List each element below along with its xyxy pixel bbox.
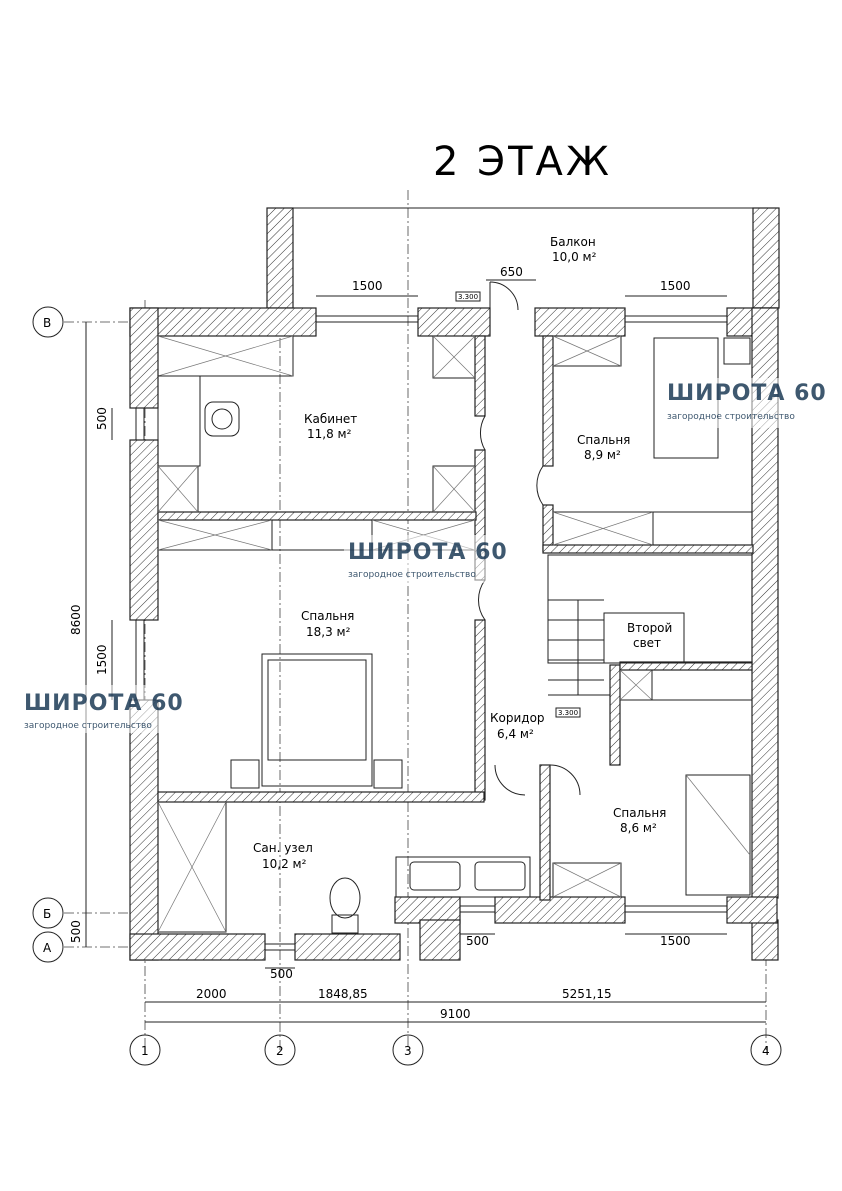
dim-bottom-5251: 5251,15 [562,987,612,1001]
room-corridor-name: Коридор [490,711,545,725]
dimension-lines [85,279,766,1023]
windows [135,315,728,951]
room-bathroom-name: Сан. узел [253,841,313,855]
stairs [547,554,753,701]
axis-row-v: В [43,316,51,330]
dim-left-bottom: 500 [69,920,83,943]
dim-bottom-2000: 2000 [196,987,227,1001]
watermark-subtitle: загородное строительство [348,570,476,580]
dim-bottom-1848: 1848,85 [318,987,368,1001]
watermark-top-right: ШИРОТА 60 загородное строительство [662,378,840,428]
outer-walls [129,307,779,961]
dim-bottom-win-left: 500 [270,967,293,981]
doors [478,415,581,796]
watermark-title: ШИРОТА 60 [24,691,184,716]
inner-walls [157,335,754,901]
dim-bottom-win-right: 1500 [660,934,691,948]
room-secondlight-name2: свет [633,636,661,650]
axis-col-2: 2 [276,1044,284,1058]
axis-row-b: Б [43,907,51,921]
watermark-title: ШИРОТА 60 [348,540,508,565]
room-bedroom3-name: Спальня [613,806,666,820]
bathroom-fixtures [157,801,531,934]
dim-win-top-right: 1500 [660,279,691,293]
room-bedroom2-name: Спальня [301,609,354,623]
room-balcony-name: Балкон [550,235,596,249]
room-balcony-area: 10,0 м² [552,250,597,264]
dim-bottom-win-mid: 500 [466,934,489,948]
balcony-door [489,281,519,311]
axis-row-a: А [43,941,52,955]
watermark-subtitle: загородное строительство [667,412,795,422]
level-mark-top: 3.300 [458,293,478,301]
bedroom3-furniture [552,774,751,898]
dim-left-win-upper: 500 [95,407,109,430]
room-bedroom1-name: Спальня [577,433,630,447]
watermark-left: ШИРОТА 60 загородное строительство [20,685,200,733]
watermark-subtitle: загородное строительство [24,721,152,731]
room-cabinet-name: Кабинет [304,412,357,426]
dim-door-top: 650 [500,265,523,279]
room-bathroom-area: 10,2 м² [262,857,307,871]
bedroom1-furniture [552,335,753,546]
room-bedroom3-area: 8,6 м² [620,821,657,835]
dim-bottom-total: 9100 [440,1007,471,1021]
room-bedroom1-area: 8,9 м² [584,448,621,462]
axis-col-3: 3 [404,1044,412,1058]
dim-win-top-left: 1500 [352,279,383,293]
axis-col-4: 4 [762,1044,770,1058]
room-cabinet-area: 11,8 м² [307,427,352,441]
dim-left-height-total: 8600 [69,604,83,635]
axis-col-1: 1 [141,1044,149,1058]
room-bedroom2-area: 18,3 м² [306,625,351,639]
page-title: 2 ЭТАЖ [433,139,612,185]
cabinet-furniture [157,335,476,513]
room-secondlight-name: Второй [627,621,672,635]
axis-bubbles [32,306,782,1066]
balcony-walls [266,207,780,309]
watermark-center: ШИРОТА 60 загородное строительство [344,535,524,583]
dim-left-win-lower: 1500 [95,644,109,675]
room-corridor-area: 6,4 м² [497,727,534,741]
watermark-title: ШИРОТА 60 [667,381,827,406]
level-mark-corridor: 3.300 [558,709,578,717]
